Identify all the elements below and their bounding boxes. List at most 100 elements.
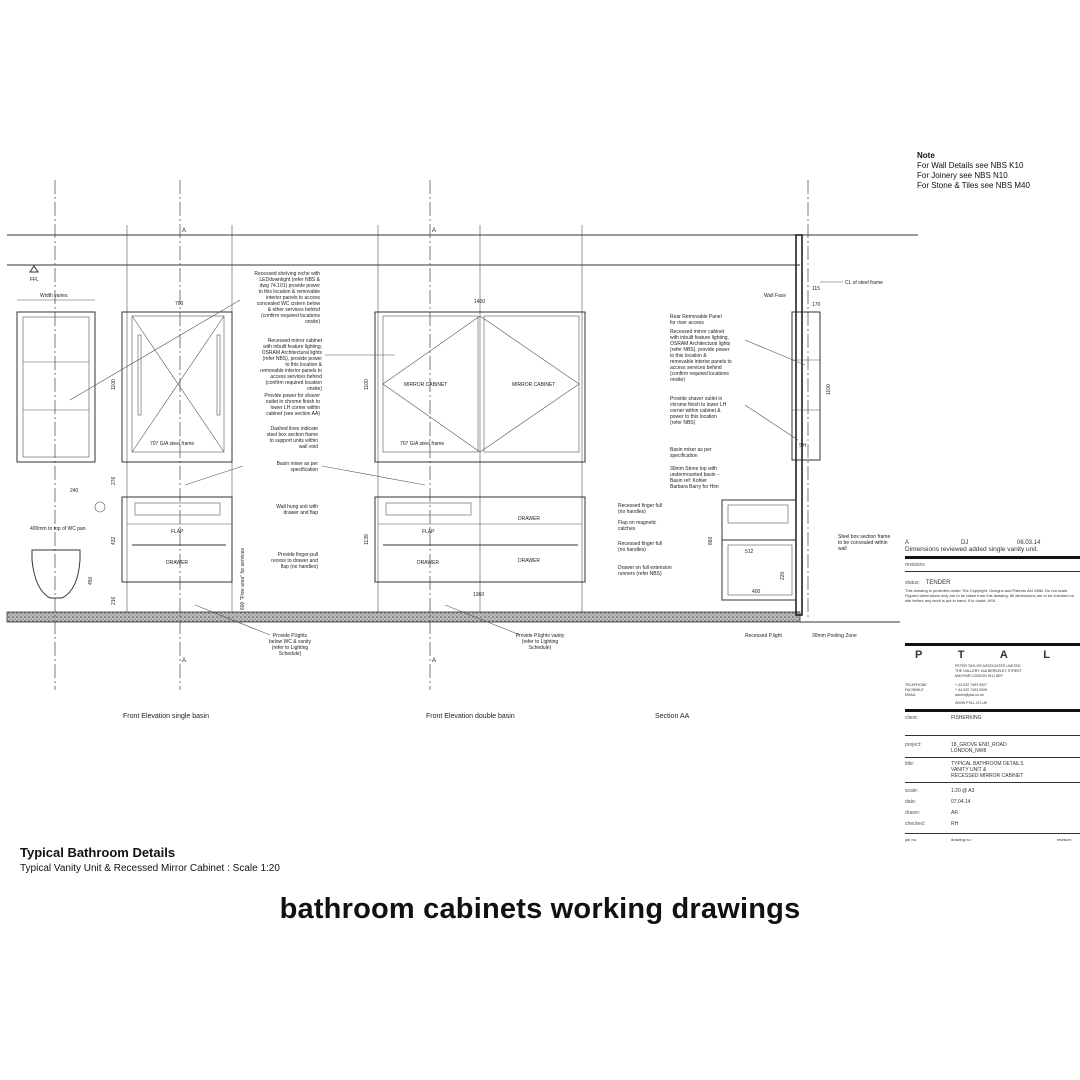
status-label: status:	[905, 580, 920, 586]
status: TENDER	[925, 580, 951, 586]
date-label: date:	[905, 799, 917, 805]
view-label-section: Section AA	[655, 713, 690, 720]
contact-label: EMAIL	[905, 693, 916, 697]
contact-value: + 44 020 7493 9009	[955, 688, 988, 692]
drawing-title-area: Typical Bathroom Details Typical Vanity …	[20, 845, 280, 874]
view-label-single: Front Elevation single basin	[123, 713, 209, 720]
note-pooling-zone: 30mm Pooling Zone	[812, 633, 857, 639]
checked-label: checked:	[905, 821, 926, 827]
checked-by: RH	[951, 821, 959, 827]
note-wall-face: Wall Face	[764, 293, 786, 299]
drawing-heading: Typical Bathroom Details	[20, 845, 176, 860]
drawing-no-label: drawing no:	[951, 837, 972, 842]
drawing-subtitle: Typical Vanity Unit & Recessed Mirror Ca…	[20, 863, 280, 874]
note-line: For Stone & Tiles see NBS M40	[917, 181, 1030, 190]
rev-date: 06.03.14	[1017, 540, 1041, 546]
drawn-by: AR	[951, 810, 958, 816]
note-finger-pull-1: Recessed finger full(no handles)	[618, 503, 662, 515]
dimension-label: 512	[745, 549, 754, 555]
notes-heading: Note	[917, 151, 935, 160]
address-line: MAYFAIR LONDON W1J 8EP	[955, 674, 1003, 678]
dimension-label: 220	[780, 571, 786, 580]
free-area-label: 600 "Free area" for services	[240, 548, 246, 610]
image-caption: bathroom cabinets working drawings	[279, 893, 801, 925]
date: 07.04.14	[951, 799, 971, 805]
flap-label: FLAP	[171, 529, 184, 535]
section-aa: SH 512 400 860 220 1100 115 170	[708, 234, 832, 616]
revision-label: revision:	[1057, 837, 1072, 842]
wc-pan: 240 400mm to top of WC pan 450	[30, 488, 106, 599]
drawer-label: DRAWER	[518, 558, 540, 564]
dimension-label: 700	[175, 301, 184, 307]
dimension-label: 1139	[364, 534, 370, 545]
rev-by: DJ	[961, 540, 969, 546]
drawn-label: drawn:	[905, 810, 921, 816]
ffl-label: FFL	[30, 277, 39, 283]
drawing-title: TYPICAL BATHROOM DETAILS	[951, 761, 1024, 767]
dimension-label: 1100	[364, 379, 370, 390]
rev-id: A	[905, 540, 910, 546]
address-line: THE GALLERY 44A BERKELEY STREET	[955, 669, 1022, 673]
section-marker-a: A	[432, 658, 436, 664]
drawing-title: VANITY UNIT &	[951, 767, 987, 773]
shelving-niche: Width varies	[16, 293, 96, 463]
contact-value: + 44 020 7493 9007	[955, 683, 988, 687]
drawer-label: DRAWER	[417, 560, 439, 566]
rev-description: Dimensions reviewed added single vanity …	[905, 546, 1039, 553]
note-finger-pull-2: Recessed finger full(no handles)	[618, 541, 662, 553]
double-mirror-cabinet: MIRROR CABINET MIRROR CABINET 707 G/A st…	[364, 299, 586, 463]
double-vanity-unit: FLAP DRAWER DRAWER DRAWER 1360 1139	[364, 496, 586, 598]
steel-frame-label: 707 G/A steel frame	[150, 441, 194, 447]
view-label-double: Front Elevation double basin	[426, 713, 515, 720]
project: 18_GROVE END_ROAD	[951, 742, 1007, 748]
address-line: PETER TAYLOR ASSOCIATES LIMITED	[955, 664, 1021, 668]
single-vanity-unit: FLAP DRAWER 276 432 216 600 "Free area" …	[111, 476, 246, 610]
project: LONDON_NW8	[951, 748, 987, 754]
dimension-label: 400	[752, 589, 761, 595]
floor-hatch	[6, 611, 801, 623]
dimension-label: 450	[88, 576, 94, 585]
dimension-label: 1100	[826, 384, 832, 395]
wc-height-note: 400mm to top of WC pan	[30, 526, 86, 532]
dimension-label: 240	[70, 488, 79, 494]
steel-frame-label: 707 G/A steel frame	[400, 441, 444, 447]
dimension-label: 1400	[474, 299, 485, 305]
section-marker-a: A	[432, 228, 436, 234]
website-link[interactable]: WWW.PTAL.CO.UK	[955, 701, 988, 705]
dimension-label: 1100	[111, 379, 117, 390]
notes: Note For Wall Details see NBS K10 For Jo…	[917, 151, 1030, 191]
job-no-label: job no:	[905, 837, 918, 842]
contact-label: FACSIMILE	[905, 688, 924, 692]
revisions-label: revisions	[905, 562, 925, 568]
project-label: project:	[905, 742, 922, 748]
drawing-title: RECESSED MIRROR CABINET	[951, 773, 1024, 779]
mirror-cabinet-label: MIRROR CABINET	[512, 382, 555, 388]
section-marker-a: A	[182, 658, 186, 664]
ffl-marker-icon	[29, 265, 39, 273]
note-line: For Joinery see NBS N10	[917, 171, 1008, 180]
contact-value: admin@ptal.co.uk	[955, 693, 984, 697]
copyright-text: This drawing is protected under The Copy…	[905, 588, 1074, 603]
client-label: client:	[905, 715, 919, 721]
drawer-label: DRAWER	[166, 560, 188, 566]
section-marker-a: A	[182, 228, 186, 234]
sh-label: SH	[799, 443, 806, 449]
dimension-label: 860	[708, 536, 714, 545]
title-block: A DJ 06.03.14 Dimensions reviewed added si…	[905, 540, 1080, 842]
dimension-label: 216	[111, 596, 117, 605]
